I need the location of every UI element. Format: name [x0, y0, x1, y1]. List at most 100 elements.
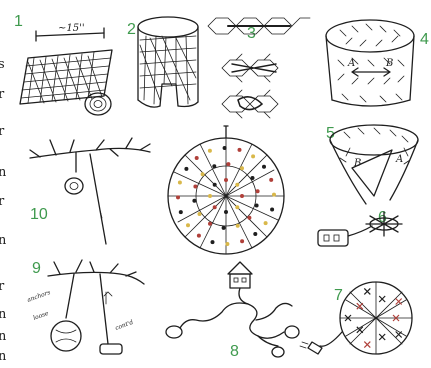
sphere-node [197, 234, 201, 238]
panel-8-house-wire: 8 [166, 262, 299, 360]
panel-number: 1 [14, 13, 23, 30]
panel-number: 3 [247, 25, 256, 42]
sphere-node [238, 148, 242, 152]
sphere-node [213, 205, 217, 209]
hanger [224, 126, 228, 138]
sphere-node [226, 162, 230, 166]
letter-b: B [353, 158, 361, 169]
letter-a: A [347, 58, 355, 69]
sphere-node [213, 183, 217, 187]
house-icon [228, 262, 252, 288]
sphere-node [201, 172, 205, 176]
sphere-node [192, 199, 196, 203]
sphere-node [186, 223, 190, 227]
sphere-node [262, 165, 266, 169]
letter-b: B [385, 58, 393, 69]
sphere-node [269, 178, 273, 182]
edge-letter: r [0, 87, 5, 102]
circle-mark [379, 296, 385, 302]
drop-line [90, 154, 106, 244]
sphere-node [264, 221, 268, 225]
panel-3-hex-links: 3 [208, 18, 310, 118]
sphere-node [270, 208, 274, 212]
edge-letter: n [0, 307, 7, 322]
hanging-roll [65, 178, 83, 194]
sphere-node [208, 194, 212, 198]
panel-number: 9 [32, 260, 41, 277]
annotation: cont'd [114, 319, 134, 332]
plug-icon [308, 342, 322, 354]
wire [180, 303, 248, 328]
sphere-node [222, 226, 226, 230]
hanging-ball [51, 321, 81, 351]
annotation: anchors [26, 289, 51, 304]
sphere-node [195, 156, 199, 160]
ab-arrow [352, 68, 390, 76]
edge-letter: s [0, 57, 5, 72]
wire [239, 288, 284, 338]
panel-10-branch: 10 [30, 138, 150, 244]
sphere-node [253, 232, 257, 236]
panel-5-cylinder-triangle: 5 B A [326, 125, 418, 204]
string [100, 274, 108, 344]
sphere-node [224, 210, 228, 214]
sphere-node [178, 181, 182, 185]
hex-row-mid [222, 54, 278, 82]
sphere-node [224, 178, 228, 182]
panel-6-battery: 6 [318, 209, 402, 246]
wire [256, 303, 292, 320]
sphere-node [193, 185, 197, 189]
left-edge-text: s r r n r n r n n n [0, 57, 7, 364]
panel-number: 8 [230, 343, 239, 360]
hanging-roll [100, 344, 122, 354]
panel-number: 7 [334, 287, 343, 304]
panel-7-circle-plug: 7 [300, 282, 412, 354]
panel-number: 10 [30, 206, 48, 223]
sphere-node [208, 222, 212, 226]
sphere-node [179, 210, 183, 214]
edge-letter: r [0, 279, 5, 294]
sphere-node [255, 204, 259, 208]
sphere-node [235, 183, 239, 187]
sphere-node [240, 194, 244, 198]
edge-letter: r [0, 194, 5, 209]
string [66, 274, 74, 318]
sphere-node [176, 195, 180, 199]
sphere-node [225, 242, 229, 246]
sphere-node [208, 149, 212, 153]
sphere-node [256, 189, 260, 193]
panel-9-branch-ball: 9 anchors loose cont'd [26, 260, 144, 354]
battery-box [318, 230, 348, 246]
sphere-node [251, 154, 255, 158]
sphere-node [235, 205, 239, 209]
sphere-node [251, 176, 255, 180]
sphere-node [211, 240, 215, 244]
edge-letter: n [0, 349, 7, 364]
annotation: loose [32, 310, 50, 322]
sphere-node [240, 166, 244, 170]
sphere-lines [168, 138, 284, 254]
sphere-node [247, 216, 251, 220]
circle-mark [364, 288, 370, 294]
hex-row-top [208, 18, 310, 34]
circle-segments [340, 282, 412, 354]
hex-row-bottom [222, 90, 278, 118]
sphere-node [240, 239, 244, 243]
panel-4-cylinder-ab: 4 A B [326, 20, 429, 106]
coil [166, 326, 182, 338]
sphere-node [272, 193, 276, 197]
cylinder-mesh [140, 36, 196, 104]
coil [285, 326, 299, 338]
measure-label: ~15'' [58, 23, 85, 34]
edge-letter: r [0, 124, 5, 139]
triangle [352, 150, 392, 196]
sphere-node [212, 164, 216, 168]
circle-mark [364, 342, 370, 348]
coil [272, 347, 284, 357]
cord [320, 332, 342, 346]
circle-mark [396, 299, 402, 305]
edge-letter: n [0, 165, 7, 180]
letter-a: A [395, 154, 403, 165]
panel-1-net-sheet: 1 ~15'' [14, 13, 112, 115]
